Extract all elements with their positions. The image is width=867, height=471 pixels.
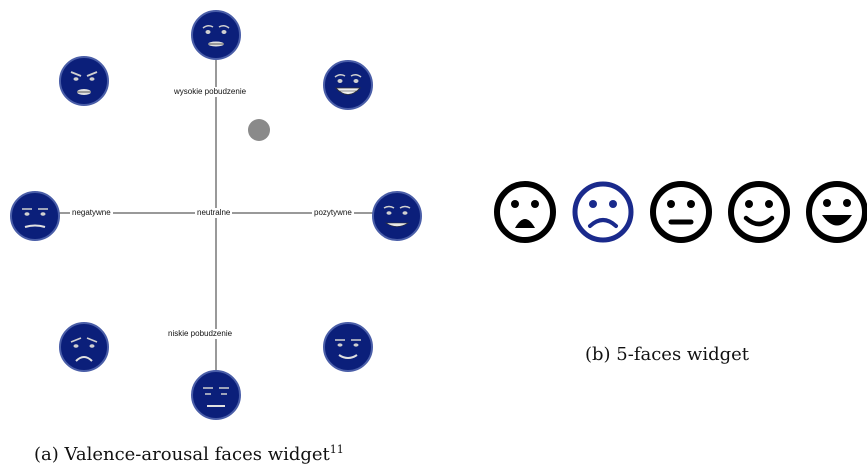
footnote-marker: 11 xyxy=(329,443,344,456)
calm-face-icon[interactable] xyxy=(190,369,242,421)
selection-cursor-dot[interactable] xyxy=(248,119,270,141)
axis-label-negative: negatywne xyxy=(70,208,113,218)
axis-label-neutral: neutralne xyxy=(195,208,233,218)
angry-face-icon[interactable] xyxy=(58,55,110,107)
negative-face-icon[interactable] xyxy=(9,190,61,242)
five-faces-widget[interactable] xyxy=(493,178,867,251)
axis-label-positive: pozytywne xyxy=(312,208,354,218)
positive-face-icon[interactable] xyxy=(371,190,423,242)
very-sad-face-icon[interactable] xyxy=(494,181,556,243)
neutral-face-icon[interactable] xyxy=(650,181,712,243)
sad-face-icon[interactable] xyxy=(572,181,634,243)
axis-label-low-arousal: niskie pobudzenie xyxy=(166,329,235,339)
excited-face-icon[interactable] xyxy=(322,59,374,111)
caption-five-faces: (b) 5-faces widget xyxy=(585,344,750,365)
very-happy-face-icon[interactable] xyxy=(806,181,867,243)
happy-face-icon[interactable] xyxy=(728,181,790,243)
axis-label-high-arousal: wysokie pobudzenie xyxy=(172,87,249,97)
content-face-icon[interactable] xyxy=(322,321,374,373)
caption-valence-arousal: (a) Valence-arousal faces widget11 xyxy=(34,443,344,465)
surprised-face-icon[interactable] xyxy=(190,9,242,61)
caption-text: (a) Valence-arousal faces widget xyxy=(34,444,330,465)
sad-face-icon[interactable] xyxy=(58,321,110,373)
valence-arousal-widget[interactable]: wysokie pobudzenie negatywne neutralne p… xyxy=(0,0,440,430)
